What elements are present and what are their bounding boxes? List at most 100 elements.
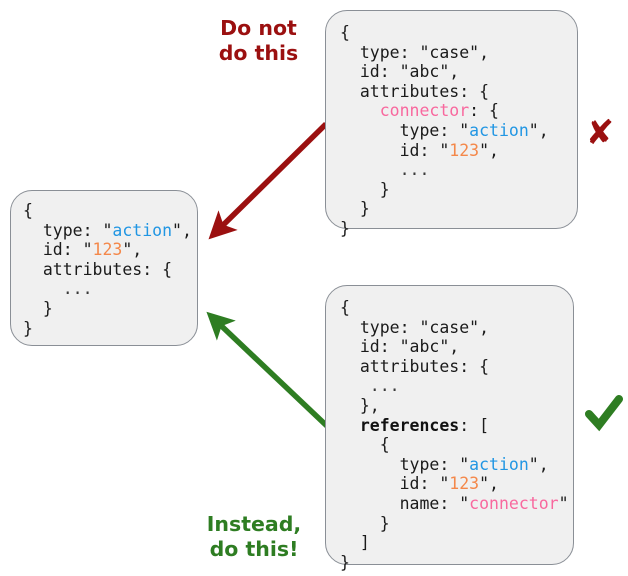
- code-line: }: [23, 299, 197, 319]
- code-token: id:: [340, 474, 440, 494]
- code-token: {: [23, 201, 33, 220]
- code-line: id: "123",: [340, 141, 577, 161]
- code-line: type: "action",: [340, 455, 573, 475]
- code-line: }: [23, 319, 197, 339]
- code-line: connector: {: [340, 101, 577, 121]
- code-token: "case": [419, 42, 480, 62]
- code-token: attributes: {: [340, 81, 490, 101]
- code-token: ,: [538, 120, 549, 140]
- code-line: {: [340, 435, 573, 455]
- do-not-do-this-label: Do not do this: [218, 16, 299, 65]
- code-line: }: [340, 199, 577, 219]
- code-token: ...: [340, 376, 400, 396]
- code-token: ,: [132, 240, 143, 260]
- code-line: {: [340, 298, 573, 318]
- good-arrow: [206, 311, 330, 429]
- code-token: },: [340, 395, 380, 415]
- code-token: ": [459, 120, 470, 140]
- code-token: }: [340, 218, 350, 238]
- code-token: attributes: {: [340, 356, 490, 376]
- code-token: }: [23, 318, 33, 338]
- check-mark-icon: [585, 395, 623, 432]
- code-token: ": [439, 140, 450, 160]
- code-token: type:: [340, 317, 420, 337]
- code-token: ,: [479, 42, 490, 62]
- code-line: }: [340, 553, 573, 573]
- code-token: ": [479, 474, 490, 494]
- code-token: type:: [23, 220, 103, 240]
- code-token: ,: [479, 317, 490, 337]
- code-line: type: "case",: [340, 43, 577, 63]
- code-line: id: "123",: [340, 474, 573, 494]
- code-token: ,: [449, 337, 460, 357]
- code-token: : [: [459, 415, 490, 435]
- code-line: id: "123",: [23, 240, 197, 260]
- code-token: action: [112, 220, 173, 240]
- code-token: ,: [538, 454, 549, 474]
- case-document-references-box: { type: "case", id: "abc", attributes: {…: [325, 285, 574, 572]
- code-token: ": [102, 220, 113, 240]
- code-line: attributes: {: [23, 260, 197, 280]
- code-token: ": [558, 493, 569, 513]
- code-token: {: [340, 435, 390, 455]
- code-token: ]: [340, 533, 370, 553]
- code-token: ,: [489, 140, 499, 160]
- code-line: name: "connector": [340, 494, 573, 514]
- code-token: ": [82, 240, 93, 260]
- cross-mark-icon: ✘: [585, 113, 615, 153]
- code-line: }: [340, 180, 577, 200]
- code-token: "case": [419, 317, 480, 337]
- code-line: ...: [340, 160, 577, 180]
- code-line: ...: [23, 279, 197, 299]
- code-token: ...: [23, 279, 93, 299]
- code-token: {: [340, 23, 350, 42]
- code-token: ": [479, 140, 490, 160]
- code-token: type:: [340, 454, 460, 474]
- action-document-box: { type: "action", id: "123", attributes:…: [10, 190, 198, 346]
- case-document-nested-box: { type: "case", id: "abc", attributes: {…: [325, 10, 578, 238]
- code-token: connector: [469, 493, 559, 513]
- code-line: }: [340, 219, 577, 239]
- code-token: ,: [489, 474, 499, 494]
- code-token: type:: [340, 42, 420, 62]
- code-token: {: [340, 298, 350, 317]
- code-token: action: [469, 454, 529, 474]
- bad-arrow: [208, 122, 328, 240]
- code-line: type: "action",: [340, 121, 577, 141]
- code-token: "abc": [399, 62, 450, 82]
- code-token: }: [340, 199, 370, 219]
- code-token: 123: [92, 240, 123, 260]
- code-token: }: [23, 298, 53, 318]
- code-token: id:: [340, 140, 440, 160]
- code-token: ": [172, 220, 182, 240]
- code-token: action: [469, 120, 529, 140]
- code-line: id: "abc",: [340, 62, 577, 82]
- code-token: references: [359, 415, 460, 435]
- code-token: }: [340, 179, 390, 199]
- code-token: ": [528, 120, 539, 140]
- code-line: references: [: [340, 416, 573, 436]
- code-line: {: [23, 201, 197, 221]
- code-token: [340, 101, 380, 120]
- code-token: [340, 416, 360, 435]
- code-token: ,: [181, 220, 192, 240]
- code-token: ...: [340, 160, 430, 180]
- code-token: name:: [340, 493, 460, 513]
- code-token: ": [439, 474, 450, 494]
- code-token: 123: [449, 140, 480, 160]
- code-token: id:: [340, 62, 400, 82]
- code-token: }: [340, 513, 390, 533]
- code-token: id:: [23, 240, 83, 260]
- code-token: ": [122, 240, 133, 260]
- instead-do-this-label: Instead, do this!: [206, 512, 302, 561]
- code-line: attributes: {: [340, 357, 573, 377]
- code-line: ...: [340, 376, 573, 396]
- code-line: },: [340, 396, 573, 416]
- code-token: ,: [449, 62, 460, 82]
- code-line: type: "case",: [340, 318, 573, 338]
- code-line: ]: [340, 533, 573, 553]
- code-line: {: [340, 23, 577, 43]
- code-token: attributes: {: [23, 259, 173, 279]
- code-token: 123: [449, 474, 480, 494]
